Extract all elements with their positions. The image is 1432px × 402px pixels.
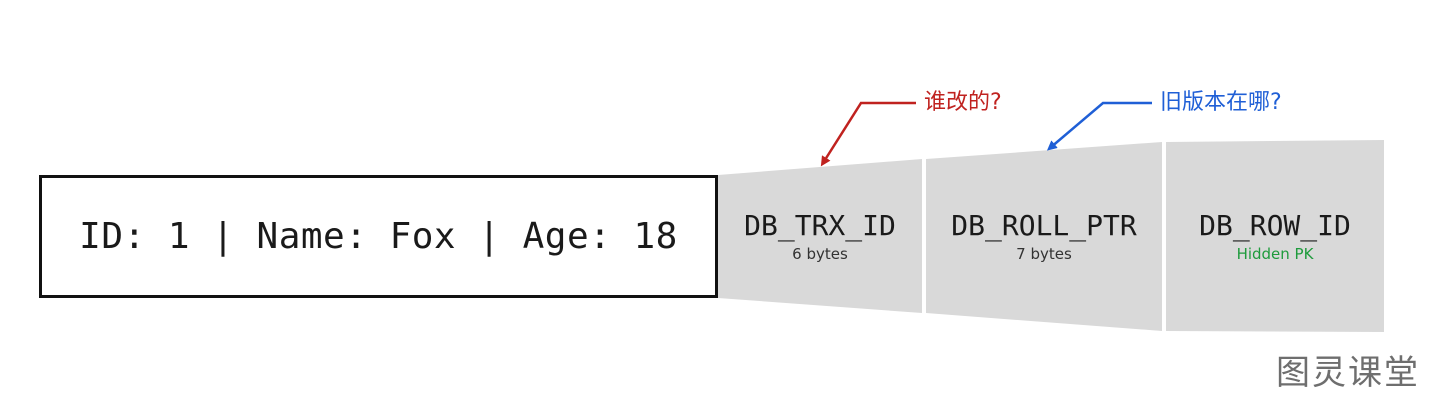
field-roll-ptr: DB_ROLL_PTR 7 bytes	[928, 209, 1160, 264]
field-block-roll-ptr	[926, 142, 1162, 331]
annotation-old-version: 旧版本在哪?	[1160, 90, 1282, 115]
arrow-who-modified	[820, 101, 916, 167]
annotation-who-modified: 谁改的?	[924, 90, 1002, 115]
arrow-old-version	[1046, 101, 1152, 151]
field-roll-ptr-name: DB_ROLL_PTR	[951, 209, 1137, 242]
field-block-row-id	[1166, 140, 1384, 332]
field-row-id-name: DB_ROW_ID	[1199, 209, 1351, 242]
watermark: 图灵课堂	[1276, 353, 1420, 393]
field-trx-id-name: DB_TRX_ID	[744, 209, 896, 242]
record-row-box: ID: 1 | Name: Fox | Age: 18	[39, 175, 718, 298]
field-trx-id-size: 6 bytes	[792, 245, 848, 263]
field-row-id: DB_ROW_ID Hidden PK	[1166, 209, 1384, 264]
field-trx-id: DB_TRX_ID 6 bytes	[720, 209, 920, 264]
record-text: ID: 1 | Name: Fox | Age: 18	[79, 216, 678, 257]
field-row-id-note: Hidden PK	[1236, 245, 1314, 263]
field-block-trx-id	[718, 159, 922, 313]
field-roll-ptr-size: 7 bytes	[1016, 245, 1072, 263]
